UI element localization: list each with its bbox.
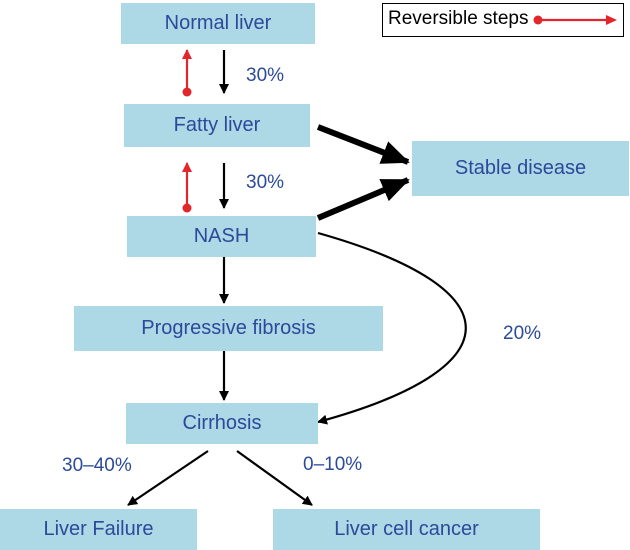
node-fatty-liver: Fatty liver (124, 104, 310, 147)
edge-label-nash-to-cirrhosis: 20% (503, 323, 542, 344)
node-normal-liver: Normal liver (121, 3, 315, 44)
arrow-nash-to-stable (316, 177, 410, 221)
arrow-cirrhosis-to-failure (127, 450, 209, 506)
edge-label-fatty-to-nash: 30% (246, 172, 285, 193)
reversible-dot-1 (182, 87, 192, 97)
node-stable-disease: Stable disease (412, 141, 629, 196)
node-liver-cell-cancer: Liver cell cancer (273, 509, 540, 550)
arrow-cirrhosis-to-cancer (236, 450, 313, 506)
arrow-fatty-to-stable (316, 124, 410, 165)
edge-label-cirrhosis-to-cancer: 0–10% (303, 454, 363, 475)
arrow-nash-to-cirrhosis (317, 231, 467, 425)
legend-label: Reversible steps (388, 8, 529, 29)
reversible-dot-2 (182, 203, 192, 213)
legend: Reversible steps (382, 3, 624, 37)
reversible-arrow-legend-icon (533, 15, 617, 25)
node-progressive-fibrosis: Progressive fibrosis (74, 306, 383, 351)
node-liver-failure: Liver Failure (0, 509, 197, 550)
node-cirrhosis: Cirrhosis (126, 403, 318, 444)
edge-label-normal-to-fatty: 30% (246, 65, 285, 86)
edge-label-cirrhosis-to-failure: 30–40% (62, 455, 132, 476)
node-nash: NASH (127, 216, 316, 257)
